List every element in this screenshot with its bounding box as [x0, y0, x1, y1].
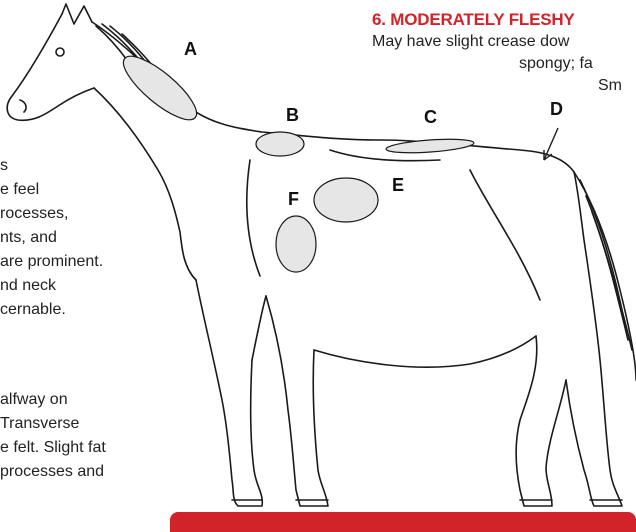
description-line-1: May have slight crease dow	[372, 34, 569, 50]
region-label-a: A	[184, 40, 197, 58]
region-c-shading	[386, 137, 475, 155]
side-text-line: e feel	[0, 182, 39, 198]
side-text-line: processes and	[0, 464, 104, 480]
side-text-line: rocesses,	[0, 206, 68, 222]
region-b-shading	[256, 132, 304, 156]
side-text-line: cernable.	[0, 302, 66, 318]
region-label-b: B	[286, 106, 299, 124]
region-a-shading	[115, 47, 205, 129]
region-label-e: E	[392, 176, 404, 194]
region-f-shading	[276, 216, 316, 272]
side-text-line: e felt. Slight fat	[0, 440, 106, 456]
side-text-line: nts, and	[0, 230, 57, 246]
side-text-line: alfway on	[0, 392, 68, 408]
side-text-line: nd neck	[0, 278, 56, 294]
condition-score-heading: 6. MODERATELY FLESHY	[372, 10, 575, 30]
description-line-2: spongy; fa	[519, 56, 593, 72]
side-text-line: s	[0, 158, 8, 174]
ground-bar	[170, 512, 636, 532]
side-text-line: are prominent.	[0, 254, 103, 270]
region-e-shading	[314, 178, 378, 222]
side-text-line: Transverse	[0, 416, 79, 432]
description-line-3: Sm	[598, 78, 622, 94]
region-label-f: F	[288, 190, 299, 208]
region-label-c: C	[424, 108, 437, 126]
region-label-d: D	[550, 100, 563, 118]
